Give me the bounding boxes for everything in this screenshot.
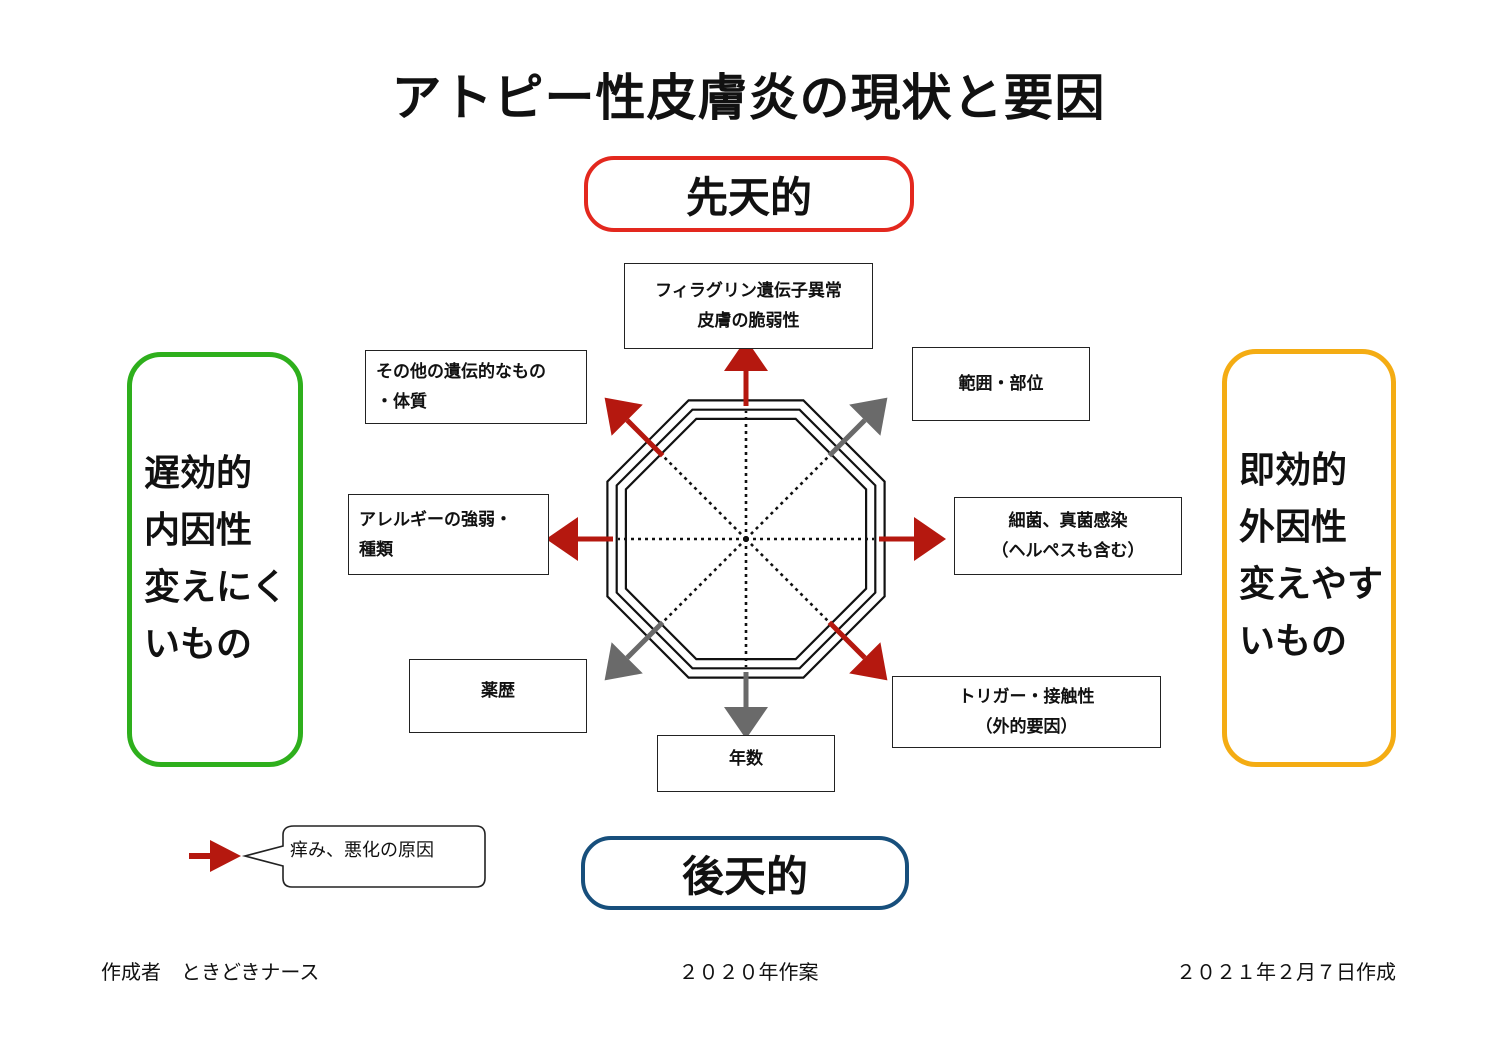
- legend-speech-bubble: [241, 825, 486, 888]
- legend-text: 痒み、悪化の原因: [290, 840, 434, 861]
- factor-filaggrin: フィラグリン遺伝子異常 皮膚の脆弱性: [624, 263, 873, 349]
- arrows-group: [546, 339, 946, 739]
- footer-date: ２０２１年２月７日作成: [1176, 960, 1396, 984]
- left-panel-line: 遅効的: [144, 453, 253, 494]
- factor-text: その他の遺伝的なもの: [376, 362, 546, 382]
- legend-arrow-head: [210, 840, 241, 872]
- factor-text: トリガー・接触性: [958, 687, 1095, 707]
- spoke-dotted-up_right: [745, 449, 836, 540]
- left-panel: 遅効的 内因性 変えにく いもの: [127, 352, 303, 767]
- arrow-shaft: [827, 418, 867, 458]
- factor-text: （ヘルペスも含む）: [991, 541, 1145, 561]
- arrow-shaft: [625, 620, 665, 660]
- footer-year: ２０２０年作案: [678, 960, 819, 984]
- arrow-up: [724, 339, 768, 406]
- arrow-down: [724, 672, 768, 739]
- octagon-middle: [615, 408, 877, 670]
- factor-text: 種類: [359, 539, 393, 560]
- congenital-label: 先天的: [584, 156, 914, 232]
- arrow-shaft: [827, 620, 867, 660]
- arrow-head: [604, 397, 643, 436]
- arrow-head: [849, 642, 888, 681]
- factor-text: 細菌、真菌感染: [1008, 511, 1128, 531]
- arrow-right: [879, 517, 946, 561]
- arrow-down-right: [827, 620, 888, 681]
- arrow-left: [546, 517, 613, 561]
- spoke-dotted-down_right: [745, 538, 836, 629]
- factor-age: 年数: [657, 735, 835, 792]
- factor-text: フィラグリン遺伝子異常: [655, 281, 842, 301]
- factor-text: ・体質: [376, 392, 427, 412]
- right-panel-line: 即効的: [1239, 450, 1348, 491]
- factor-text: 範囲・部位: [958, 374, 1044, 394]
- arrow-head: [604, 642, 643, 681]
- left-panel-line: 内因性: [144, 510, 253, 551]
- arrow-head: [724, 339, 768, 371]
- arrow-shaft: [625, 418, 665, 458]
- factor-text: アレルギーの強弱・: [359, 509, 512, 530]
- arrow-up-left: [604, 397, 665, 458]
- factor-allergy: アレルギーの強弱・ 種類: [348, 494, 549, 575]
- spoke-dotted-up_left: [656, 449, 747, 540]
- octagon-outer: [606, 399, 886, 679]
- right-panel-line: 変えやす: [1239, 564, 1384, 605]
- right-panel-line: いもの: [1239, 621, 1348, 662]
- factor-genetic: その他の遺伝的なもの ・体質: [365, 350, 587, 424]
- factor-range: 範囲・部位: [912, 347, 1090, 421]
- arrow-head: [546, 517, 578, 561]
- factor-text: 薬歴: [481, 681, 515, 701]
- spoke-dotted-down_left: [656, 538, 747, 629]
- arrow-head: [849, 397, 888, 436]
- arrow-head: [724, 707, 768, 739]
- legend-group: [189, 825, 486, 888]
- right-panel-line: 外因性: [1239, 507, 1348, 548]
- page-title: アトピー性皮膚炎の現状と要因: [391, 69, 1106, 127]
- factor-text: 年数: [729, 749, 763, 769]
- left-panel-line: 変えにく: [144, 567, 288, 608]
- arrow-down-left: [604, 620, 665, 681]
- arrow-head: [914, 517, 946, 561]
- arrow-up-right: [827, 397, 888, 458]
- factor-text: （外的要因）: [975, 717, 1078, 737]
- right-panel: 即効的 外因性 変えやす いもの: [1222, 349, 1396, 767]
- acquired-label: 後天的: [581, 836, 909, 910]
- factor-text: 皮膚の脆弱性: [697, 311, 800, 331]
- factor-bacteria: 細菌、真菌感染 （ヘルペスも含む）: [954, 497, 1182, 575]
- factor-drug-history: 薬歴: [409, 659, 587, 733]
- footer-author: 作成者 ときどきナース: [101, 960, 320, 984]
- octagon-shape: [606, 399, 886, 679]
- left-panel-line: いもの: [144, 624, 253, 665]
- octagon-inner: [624, 417, 868, 661]
- factor-trigger: トリガー・接触性 （外的要因）: [892, 676, 1161, 748]
